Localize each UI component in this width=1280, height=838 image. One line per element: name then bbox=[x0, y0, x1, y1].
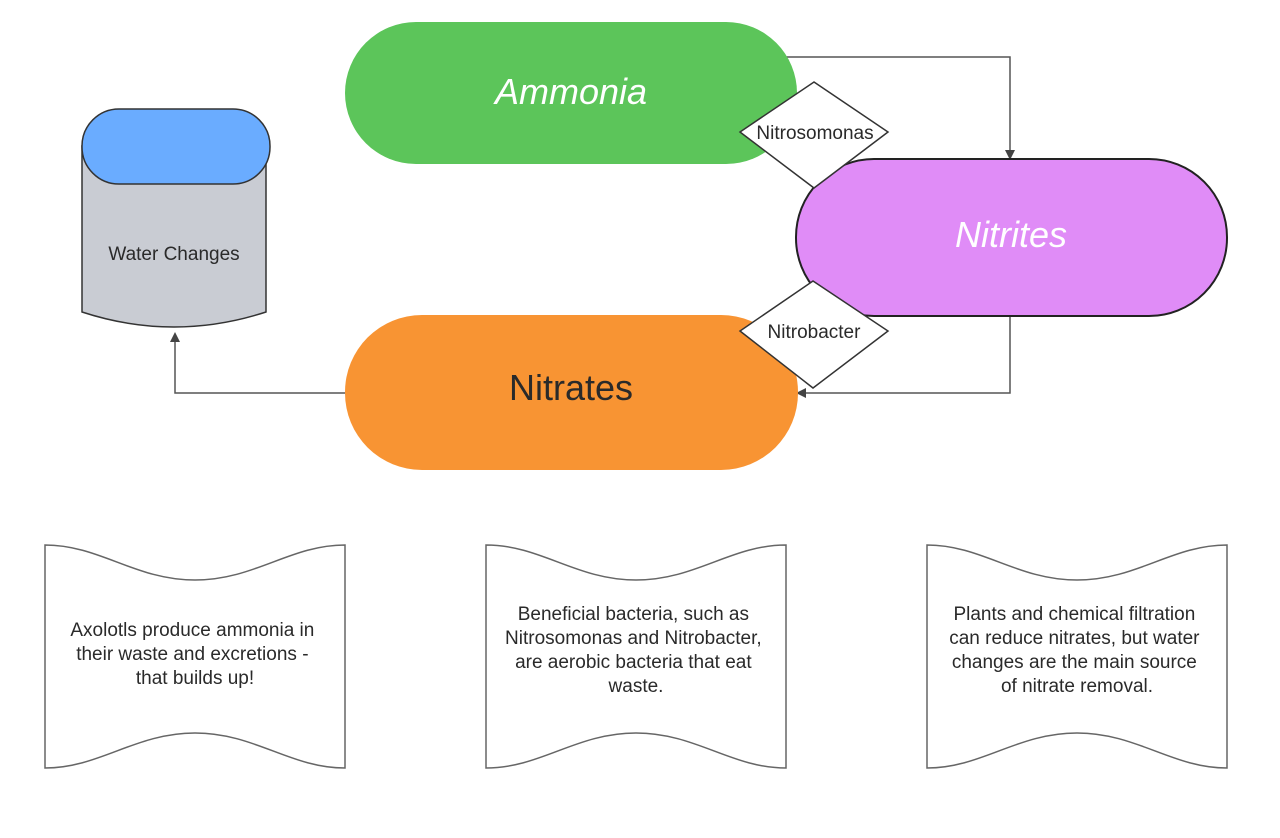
ammonia-label: Ammonia bbox=[493, 71, 647, 112]
note-2-line: are aerobic bacteria that eat bbox=[515, 652, 752, 673]
note-3-line: of nitrate removal. bbox=[1001, 676, 1153, 697]
note-1-text: Axolotls produce ammonia in their waste … bbox=[70, 620, 319, 689]
water-changes-label: Water Changes bbox=[108, 244, 239, 265]
nitrates-node: Nitrates bbox=[345, 315, 798, 470]
note-2-line: Nitrosomonas and Nitrobacter, bbox=[505, 628, 762, 649]
nitrosomonas-diamond: Nitrosomonas bbox=[738, 81, 890, 189]
nitrites-label: Nitrites bbox=[955, 214, 1067, 255]
nitrates-label: Nitrates bbox=[509, 367, 633, 408]
note-1: Axolotls produce ammonia in their waste … bbox=[44, 544, 346, 769]
note-2-line: Beneficial bacteria, such as bbox=[518, 604, 749, 625]
ammonia-node: Ammonia bbox=[345, 22, 797, 164]
nitrosomonas-label: Nitrosomonas bbox=[756, 123, 873, 144]
connector-nitrates-to-water-changes bbox=[170, 332, 345, 394]
note-3-line: Plants and chemical filtration bbox=[953, 604, 1195, 625]
note-3-text: Plants and chemical filtration can reduc… bbox=[949, 604, 1205, 697]
note-2-line: waste. bbox=[608, 676, 664, 697]
note-2: Beneficial bacteria, such as Nitrosomona… bbox=[485, 544, 787, 769]
note-3: Plants and chemical filtration can reduc… bbox=[926, 544, 1228, 769]
note-3-line: can reduce nitrates, but water bbox=[949, 628, 1200, 649]
connector-ammonia-to-nitrites bbox=[780, 56, 1015, 160]
water-changes-cylinder: Water Changes bbox=[81, 108, 271, 328]
note-3-line: changes are the main source bbox=[952, 652, 1197, 673]
nitrobacter-diamond: Nitrobacter bbox=[738, 280, 890, 389]
nitrites-node: Nitrites bbox=[795, 158, 1228, 317]
connector-nitrites-to-nitrates bbox=[796, 316, 1011, 398]
note-2-text: Beneficial bacteria, such as Nitrosomona… bbox=[505, 604, 767, 697]
note-1-line: their waste and excretions - bbox=[76, 644, 308, 665]
note-1-line: that builds up! bbox=[136, 668, 254, 689]
note-1-line: Axolotls produce ammonia in bbox=[70, 620, 314, 641]
nitrobacter-label: Nitrobacter bbox=[768, 322, 862, 343]
